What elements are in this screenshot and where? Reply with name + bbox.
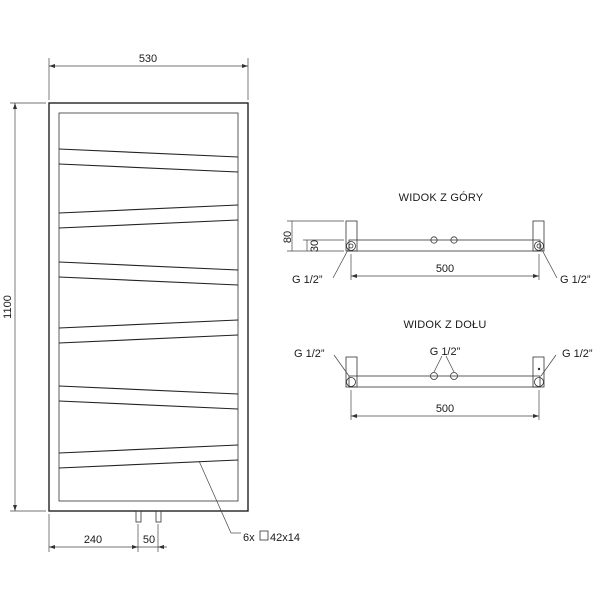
top-view-left-bracket bbox=[345, 220, 358, 252]
fixing-count-label: 6x bbox=[243, 532, 255, 544]
square-icon bbox=[259, 530, 269, 541]
height-label: 1100 bbox=[2, 295, 14, 319]
top-view: WIDOK Z GÓRY 80 30 500 G 1/2” G 1/2” bbox=[282, 191, 591, 286]
bottom-span-label: 500 bbox=[436, 403, 454, 415]
bar-line bbox=[58, 204, 239, 214]
top-span-label: 500 bbox=[436, 263, 454, 275]
connector-spacing-label: 50 bbox=[143, 534, 155, 546]
bar-line bbox=[58, 334, 239, 344]
top-view-rail bbox=[348, 239, 541, 252]
bar-line bbox=[58, 276, 239, 286]
bar-line bbox=[58, 459, 239, 469]
fixing-leader bbox=[198, 460, 232, 534]
bottom-view-left-port bbox=[346, 377, 356, 387]
top-left-thread-label: G 1/2” bbox=[292, 274, 323, 286]
radiator-inner-frame bbox=[58, 112, 239, 502]
bar-line bbox=[58, 219, 239, 229]
top-view-title: WIDOK Z GÓRY bbox=[399, 191, 484, 204]
bottom-view: WIDOK Z DOŁU 500 G 1/2” G 1/2” G 1/2” bbox=[294, 319, 593, 420]
offset-label: 30 bbox=[309, 240, 321, 252]
top-view-right-port bbox=[534, 241, 544, 251]
bottom-right-thread-label: G 1/2” bbox=[562, 348, 593, 360]
top-view-right-bracket bbox=[532, 220, 545, 252]
top-view-mid-port-left bbox=[430, 236, 438, 244]
connector-left bbox=[135, 510, 142, 523]
top-view-mid-port-right bbox=[450, 236, 458, 244]
connector-right bbox=[155, 510, 162, 523]
bar-line bbox=[58, 148, 239, 158]
left-offset-label: 240 bbox=[84, 534, 102, 546]
radiator-outer-frame bbox=[48, 102, 249, 512]
bar-line bbox=[58, 261, 239, 271]
bottom-view-rail bbox=[348, 375, 541, 388]
bottom-left-thread-label: G 1/2” bbox=[294, 348, 325, 360]
top-view-left-port bbox=[346, 241, 356, 251]
bottom-view-mid-port-right bbox=[450, 372, 458, 380]
fixing-size-label: 42x14 bbox=[270, 532, 300, 544]
bar-line bbox=[58, 163, 239, 173]
top-right-thread-label: G 1/2” bbox=[560, 274, 591, 286]
bottom-center-thread-label: G 1/2” bbox=[430, 346, 461, 358]
bar-line bbox=[58, 319, 239, 329]
width-label: 530 bbox=[139, 53, 157, 65]
heating-bars bbox=[58, 148, 239, 469]
bar-line bbox=[58, 400, 239, 410]
bottom-view-title: WIDOK Z DOŁU bbox=[403, 319, 486, 331]
bottom-view-right-port bbox=[534, 377, 544, 387]
front-view: 530 1100 240 50 6x 42x14 bbox=[2, 53, 300, 552]
depth-label: 80 bbox=[282, 231, 294, 243]
bar-line bbox=[58, 444, 239, 454]
bar-line bbox=[58, 385, 239, 395]
bottom-view-mid-port-left bbox=[430, 372, 438, 380]
